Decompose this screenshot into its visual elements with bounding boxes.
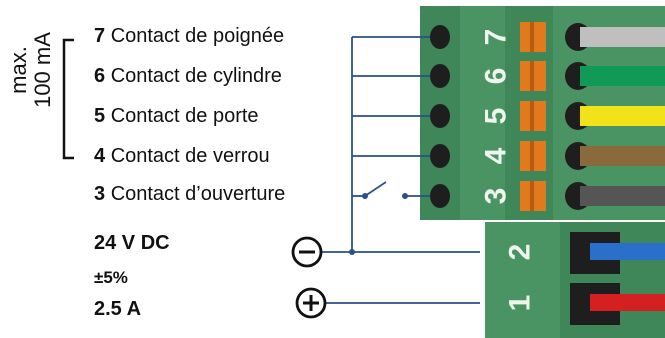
terminal-number-5: 5 [480,108,513,125]
switch-pivot [362,193,368,199]
terminal-number-4: 4 [480,147,513,164]
wire-5 [580,106,665,126]
voltage-label: 24 V DC [94,232,170,254]
current-label: 2.5 A [94,298,142,320]
lower-terminal-numbers: 2 1 [504,244,537,312]
wire-2 [590,243,665,260]
contact-6-label: 6 Contact de cylindre [94,65,282,87]
terminal-number-2: 2 [504,244,537,261]
terminal-number-3: 3 [480,188,513,205]
terminal-number-6: 6 [480,68,513,85]
terminal-6 [430,61,665,91]
contact-3-label: 3 Contact d’ouverture [94,183,285,205]
contact-7-text: Contact de poignée [110,25,285,47]
terminal-2 [570,232,665,274]
upper-terminal-numbers: 7 6 5 4 3 [480,29,513,205]
contact-3-number: 3 [94,183,106,205]
wire-1 [590,294,665,311]
terminal-4 [430,141,665,171]
terminal-7 [430,22,665,52]
wire-7 [580,27,665,47]
contact-3-text: Contact d’ouverture [110,183,286,205]
switch-contact [402,193,408,199]
contact-7-number: 7 [94,25,106,47]
contact-4-number: 4 [94,145,106,167]
contact-5-number: 5 [94,105,106,127]
tolerance-label: ±5% [94,268,128,287]
terminal-number-7: 7 [480,29,513,46]
junction-dot [349,249,355,255]
terminal-1 [570,283,665,325]
contact-6-number: 6 [94,65,106,87]
contact-4-label: 4 Contact de verrou [94,145,270,167]
wire-4 [580,146,665,166]
wire-6 [580,66,665,86]
terminal-3 [430,181,665,211]
terminal-5 [430,101,665,131]
signal-lines [318,36,480,304]
bracket [62,38,74,160]
contact-4-text: Contact de verrou [110,145,270,167]
terminal-number-1: 1 [504,295,537,312]
contact-6-text: Contact de cylindre [110,65,282,87]
contact-5-label: 5 Contact de porte [94,105,259,127]
contact-7-label: 7 Contact de poignée [94,25,284,47]
wire-3 [580,186,665,206]
contact-5-text: Contact de porte [110,105,259,127]
